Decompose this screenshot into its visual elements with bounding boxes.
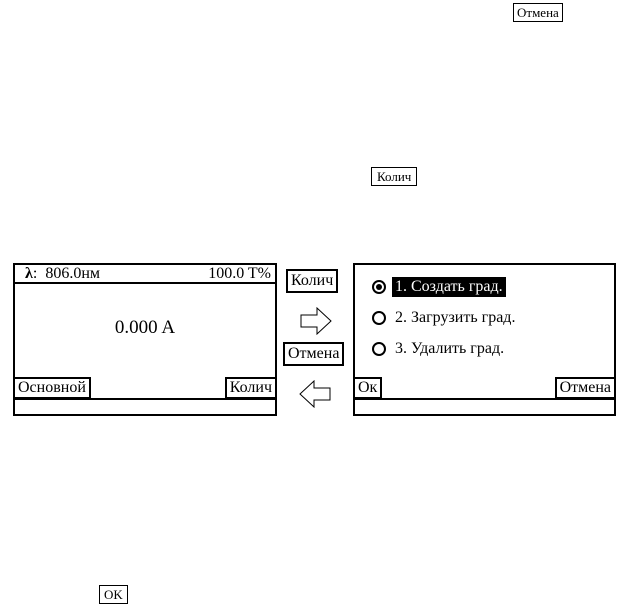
- arrow-left-icon: [299, 379, 331, 409]
- count-softkey-button[interactable]: Колич: [224, 377, 277, 399]
- radio-empty-icon: [372, 311, 386, 325]
- radio-empty-icon: [372, 342, 386, 356]
- arrow-right-icon: [300, 306, 332, 336]
- calibration-menu-screen: 1. Создать град. 2. Загрузить град. 3. У…: [353, 263, 616, 416]
- main-measurement-screen: λ: 806.0нм 100.0 T% 0.000 A Основной Кол…: [13, 263, 277, 416]
- calibration-menu: 1. Создать град. 2. Загрузить град. 3. У…: [372, 277, 518, 359]
- menu-item-create[interactable]: 1. Создать град.: [372, 277, 518, 297]
- main-softkey-button[interactable]: Основной: [13, 377, 91, 399]
- back-cancel-label: Отмена: [283, 342, 345, 366]
- footer-divider: [355, 398, 614, 400]
- ok-key-label[interactable]: OK: [99, 585, 128, 604]
- menu-item-load[interactable]: 2. Загрузить град.: [372, 308, 518, 328]
- count-key-label[interactable]: Колич: [371, 167, 418, 186]
- radio-selected-icon: [372, 280, 386, 294]
- wavelength-readout: λ: 806.0нм: [25, 265, 100, 282]
- wavelength-value: 806.0нм: [45, 265, 100, 282]
- footer-divider: [15, 398, 275, 400]
- transmittance-value: 100.0 T%: [208, 265, 271, 282]
- ok-softkey-button[interactable]: Ок: [353, 377, 383, 399]
- header-divider: [15, 282, 275, 284]
- absorbance-reading: 0.000 A: [114, 317, 176, 338]
- cancel-key-label[interactable]: Отмена: [513, 3, 563, 22]
- lambda-symbol: λ: [25, 265, 33, 282]
- cancel-softkey-button[interactable]: Отмена: [554, 377, 616, 399]
- menu-item-delete[interactable]: 3. Удалить град.: [372, 339, 518, 359]
- forward-count-label: Колич: [286, 269, 339, 293]
